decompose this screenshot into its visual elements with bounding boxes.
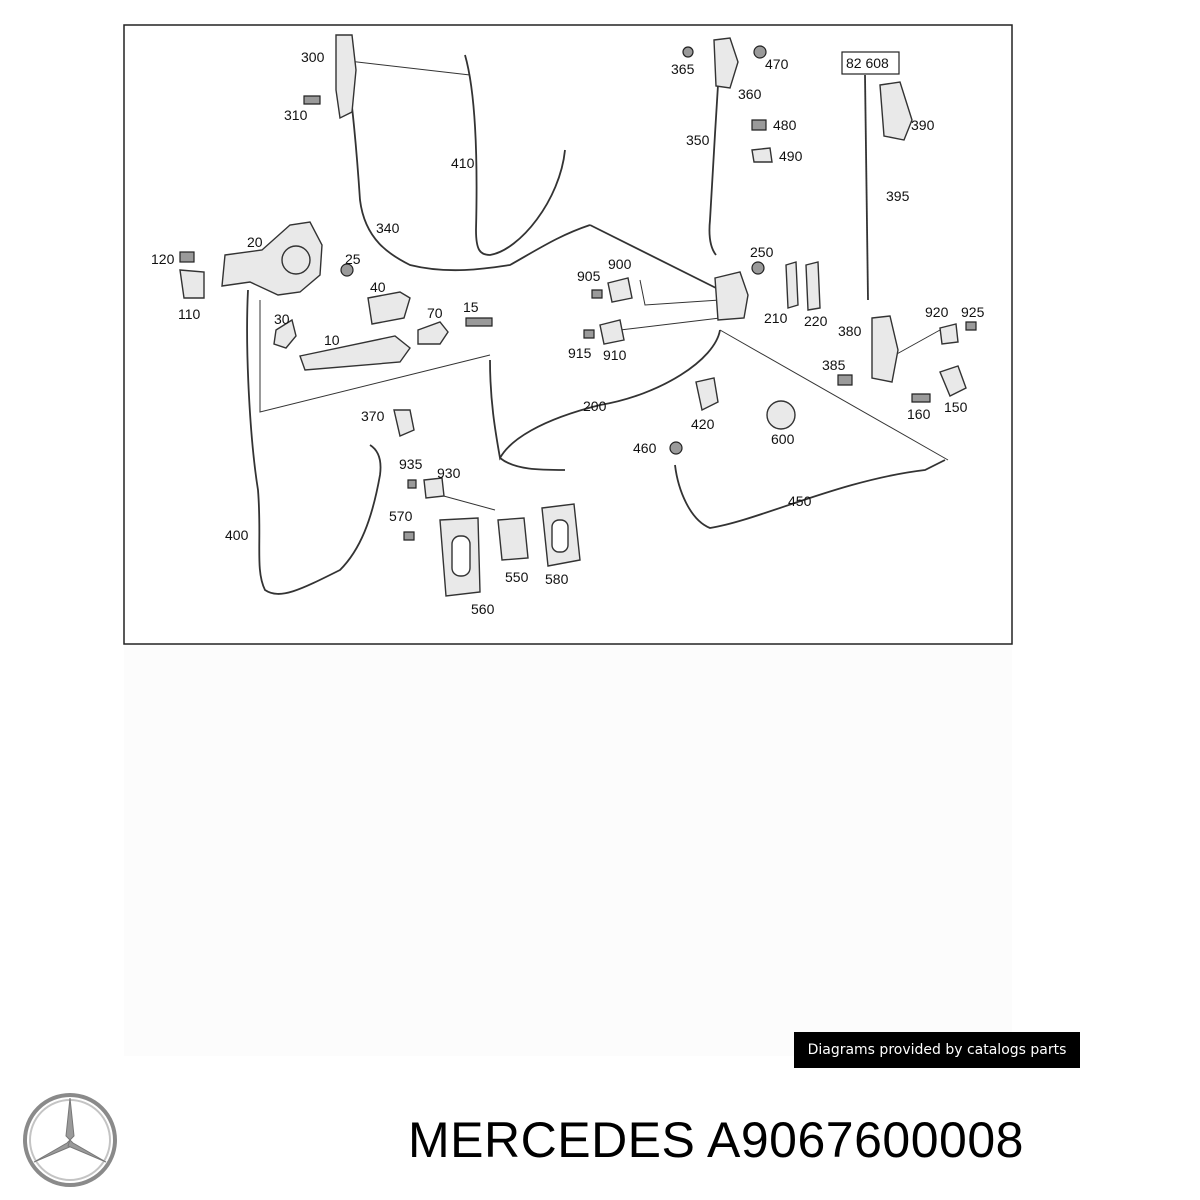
parts	[179, 34, 977, 597]
callout-380: 380	[838, 323, 862, 339]
callout-915: 915	[568, 345, 592, 361]
callout-220: 220	[804, 313, 828, 329]
callout-390: 390	[911, 117, 935, 133]
callout-365: 365	[671, 61, 695, 77]
callout-935: 935	[399, 456, 423, 472]
callout-570: 570	[389, 508, 413, 524]
callout-410: 410	[451, 155, 475, 171]
callout-370: 370	[361, 408, 385, 424]
callout-925: 925	[961, 304, 985, 320]
callout-340: 340	[376, 220, 400, 236]
callout-350: 350	[686, 132, 710, 148]
callout-460: 460	[633, 440, 657, 456]
callout-930: 930	[437, 465, 461, 481]
part-title: MERCEDES A9067600008	[408, 1110, 1024, 1170]
callout-10: 10	[324, 332, 340, 348]
cables	[246, 54, 946, 595]
callout-40: 40	[370, 279, 386, 295]
callout-250: 250	[750, 244, 774, 260]
callout-905: 905	[577, 268, 601, 284]
callout-395: 395	[886, 188, 910, 204]
reference-box	[841, 51, 900, 75]
callout-30: 30	[274, 311, 290, 327]
callout-420: 420	[691, 416, 715, 432]
callout-82-608: 82 608	[846, 55, 889, 71]
callout-15: 15	[463, 299, 479, 315]
callout-25: 25	[345, 251, 361, 267]
parts-diagram: 300 310 410 340 20 25 120 110 40 70 15 3…	[123, 24, 1013, 645]
callout-300: 300	[301, 49, 325, 65]
brand-name: MERCEDES	[408, 1112, 696, 1168]
part-number: A9067600008	[707, 1112, 1024, 1168]
callout-560: 560	[471, 601, 495, 617]
callout-400: 400	[225, 527, 249, 543]
callout-210: 210	[764, 310, 788, 326]
callout-550: 550	[505, 569, 529, 585]
callout-310: 310	[284, 107, 308, 123]
callout-580: 580	[545, 571, 569, 587]
callout-110: 110	[178, 306, 201, 322]
callout-470: 470	[765, 56, 789, 72]
leader-lines	[259, 59, 949, 511]
callout-910: 910	[603, 347, 627, 363]
callout-920: 920	[925, 304, 949, 320]
callout-150: 150	[944, 399, 968, 415]
callout-200: 200	[583, 398, 607, 414]
callout-600: 600	[771, 431, 795, 447]
callout-labels: 300 310 410 340 20 25 120 110 40 70 15 3…	[151, 49, 985, 617]
callout-70: 70	[427, 305, 443, 321]
callout-20: 20	[247, 234, 263, 250]
diagram-credit-caption: Diagrams provided by catalogs parts	[794, 1032, 1080, 1068]
mercedes-star-icon	[23, 1093, 117, 1187]
callout-450: 450	[788, 493, 812, 509]
page-background	[124, 644, 1012, 1056]
callout-160: 160	[907, 406, 931, 422]
callout-120: 120	[151, 251, 175, 267]
callout-490: 490	[779, 148, 803, 164]
callout-900: 900	[608, 256, 632, 272]
callout-360: 360	[738, 86, 762, 102]
callout-480: 480	[773, 117, 797, 133]
callout-385: 385	[822, 357, 846, 373]
